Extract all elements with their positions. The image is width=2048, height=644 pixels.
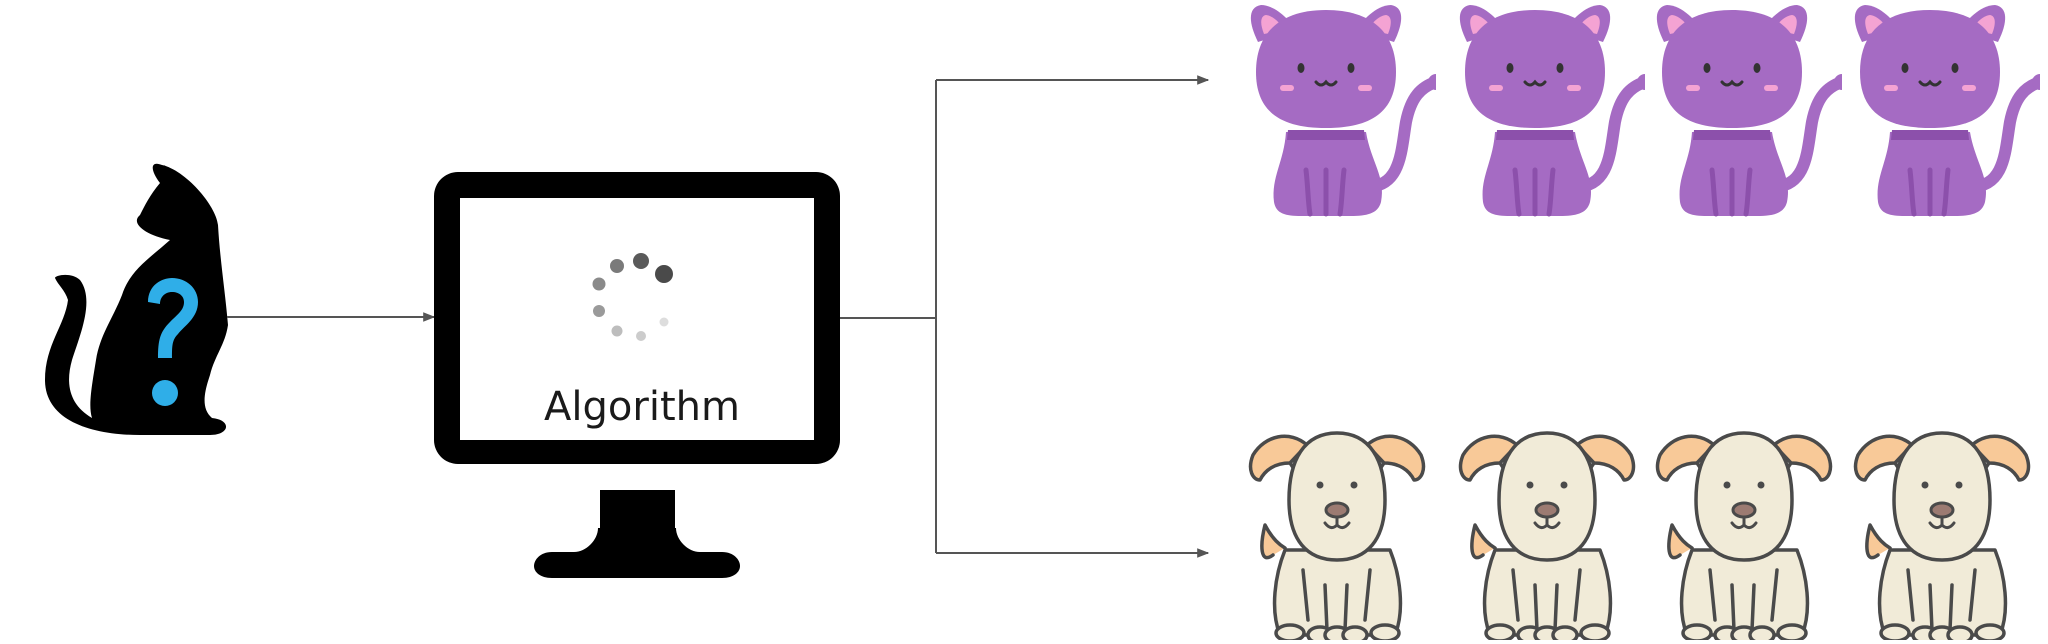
- dog-output-row: [1248, 431, 2031, 640]
- beige-dog-icon: [1853, 431, 2031, 640]
- algorithm-label: Algorithm: [544, 384, 740, 430]
- loading-spinner-icon: [592, 253, 673, 341]
- beige-dog-icon: [1458, 431, 1636, 640]
- beige-dog-icon: [1655, 431, 1833, 640]
- question-mark-icon: [148, 278, 198, 406]
- output-connector: [840, 75, 1210, 558]
- purple-cat-icon: [1657, 5, 1850, 216]
- purple-cat-icon: [1251, 5, 1444, 216]
- beige-dog-icon: [1248, 431, 1426, 640]
- cat-output-row: [1251, 5, 2048, 216]
- purple-cat-icon: [1855, 5, 2048, 216]
- purple-cat-icon: [1460, 5, 1653, 216]
- cat-silhouette-icon: [45, 163, 228, 436]
- monitor-icon: [434, 172, 840, 578]
